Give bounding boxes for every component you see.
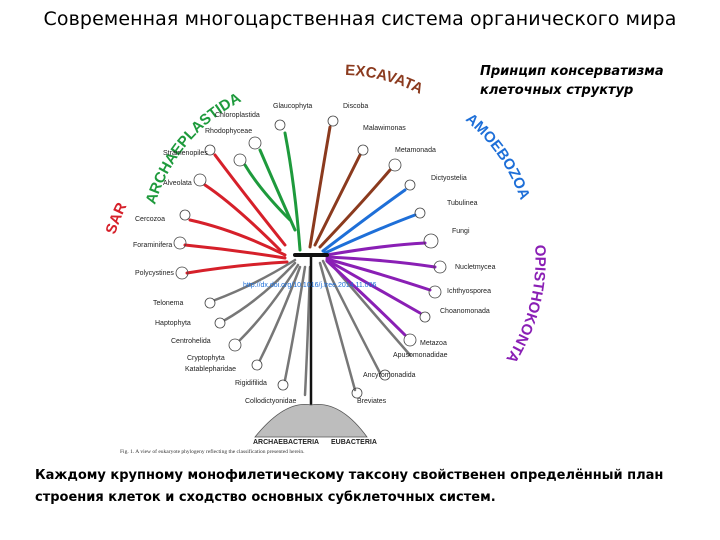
taxon-malawimonas: Malawimonas <box>363 125 406 132</box>
branch-ichthyosporea <box>325 257 432 292</box>
branch-ancyromonadida <box>321 259 382 375</box>
branch-malawimonas <box>313 153 362 247</box>
taxon-katablepharidae: Katablepharidae <box>185 366 236 373</box>
branch-tubulinea <box>323 213 417 255</box>
taxon-cryptophyta: Cryptophyta <box>187 355 225 362</box>
taxon-glaucophyta: Glaucophyta <box>273 103 312 110</box>
doi-link[interactable]: http://dx.doi.org/10.1016/j.tree.2014.11… <box>243 282 376 289</box>
organism-sketches <box>173 115 447 399</box>
supergroup-sar: SAR <box>103 200 131 236</box>
branch-choanomonada <box>325 258 422 315</box>
principle-line-2: клеточных структур <box>480 83 634 98</box>
branch-centrohelida <box>238 263 300 342</box>
taxon-tubulinea: Tubulinea <box>447 200 478 207</box>
taxon-stramenopiles: Stramenopiles <box>163 150 208 157</box>
taxon-rigidifilida: Rigidifilida <box>235 380 267 387</box>
taxon-collodictyonidae: Collodictyonidae <box>245 398 296 405</box>
taxon-metamonada: Metamonada <box>395 147 436 154</box>
branch-discoba <box>308 125 332 249</box>
supergroup-amoebozoa: AMOEBOZOA <box>462 110 533 202</box>
taxon-nucletmycea: Nucletmycea <box>455 264 496 271</box>
root-eubacteria: EUBACTERIA <box>331 439 377 446</box>
taxon-telonema: Telonema <box>153 300 183 307</box>
figure-caption: Fig. 1. A view of eukaryote phylogeny re… <box>120 448 305 455</box>
branch-fungi <box>325 241 427 257</box>
taxon-dictyostelia: Dictyostelia <box>431 175 467 182</box>
branch-stramenopiles <box>213 153 287 247</box>
taxon-haptophyta: Haptophyta <box>155 320 191 327</box>
branch-metamonada <box>318 168 392 249</box>
taxon-polycystines: Polycystines <box>135 270 174 277</box>
branch-telonema <box>213 258 297 302</box>
branch-cercozoa <box>188 218 287 257</box>
supergroup-excavata: EXCAVATA <box>345 62 426 98</box>
taxon-rhodophyceae: Rhodophyceae <box>205 128 252 135</box>
eukaryote-tree-figure: ARCHAEPLASTIDA EXCAVATA AMOEBOZOA OPISTH… <box>103 62 549 455</box>
page-title: Современная многоцарственная система орг… <box>43 8 677 30</box>
taxon-fungi: Fungi <box>452 228 470 235</box>
principle-note: Принцип консерватизма клеточных структур <box>480 62 715 100</box>
branch-nucletmycea <box>325 255 437 269</box>
caption-line-2: строения клеток и сходство основных субк… <box>35 490 496 505</box>
root-archaebacteria: ARCHAEBACTERIA <box>253 439 319 446</box>
taxon-breviates: Breviates <box>357 398 387 405</box>
taxon-centrohelida: Centrohelida <box>171 338 211 345</box>
branch-metazoa <box>325 259 407 337</box>
taxon-discoba: Discoba <box>343 103 368 110</box>
caption-line-1: Каждому крупному монофилетическому таксо… <box>35 468 664 483</box>
branch-alveolata <box>203 183 282 252</box>
branch-dictyostelia <box>321 188 407 253</box>
taxon-choanomonada: Choanomonada <box>440 308 490 315</box>
taxon-chloroplastida: Chloroplastida <box>215 112 260 119</box>
taxon-ichthyosporea: Ichthyosporea <box>447 288 491 295</box>
taxon-ancyromonadida: Ancyromonadida <box>363 372 416 379</box>
branch-breviates <box>318 261 357 392</box>
branch-foraminifera <box>183 243 287 260</box>
supergroup-opisthokonta: OPISTHOKONTA <box>502 244 548 366</box>
taxon-apusomonadidae: Apusomonadidae <box>393 352 448 359</box>
taxon-foraminifera: Foraminifera <box>133 242 172 249</box>
taxon-alveolata: Alveolata <box>163 180 192 187</box>
branch-chloroplastida <box>258 148 297 232</box>
branch-polycystines <box>185 260 289 275</box>
taxon-cercozoa: Cercozoa <box>135 216 165 223</box>
bottom-caption: Каждому крупному монофилетическому таксо… <box>35 465 705 509</box>
bacteria-root-mound <box>254 404 368 438</box>
branch-glaucophyta <box>283 131 302 252</box>
branch-rigidifilida <box>283 265 307 382</box>
branch-collodictyonidae <box>303 265 312 397</box>
taxon-metazoa: Metazoa <box>420 340 447 347</box>
principle-line-1: Принцип консерватизма <box>480 64 664 79</box>
branch-cryptophyta <box>258 265 302 362</box>
supergroup-archaeplastida: ARCHAEPLASTIDA <box>143 89 244 206</box>
branch-haptophyta <box>223 261 297 322</box>
branch-rhodophyceae <box>243 163 292 222</box>
